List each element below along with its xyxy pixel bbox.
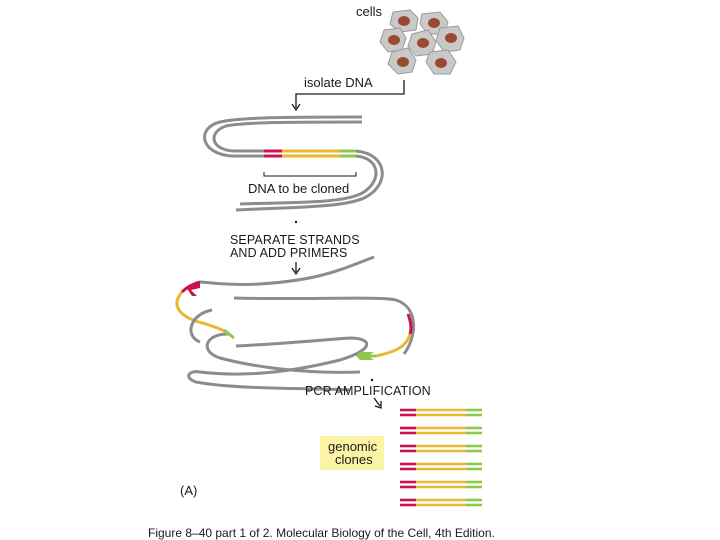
- dna-strand: [199, 255, 416, 374]
- target-dna-segment: [282, 149, 340, 158]
- primer-green-segment: [223, 328, 235, 340]
- cell: [389, 9, 419, 33]
- cells-label: cells: [356, 4, 383, 19]
- clone-duplex: [400, 444, 482, 453]
- clone-duplex: [400, 408, 482, 417]
- cells-cluster: [379, 9, 465, 75]
- clone-duplex: [400, 462, 482, 471]
- cell: [425, 49, 457, 75]
- separated-strands: [175, 255, 416, 392]
- dna-strand: [203, 115, 384, 212]
- cell: [407, 29, 437, 57]
- primer-green-icon: [356, 352, 374, 360]
- isolate-dna-label: isolate DNA: [304, 75, 373, 90]
- figure-caption: Figure 8–40 part 1 of 2. Molecular Biolo…: [148, 526, 495, 540]
- genomic-clones-box: [320, 436, 384, 470]
- step-dot: [370, 378, 374, 382]
- cell: [379, 27, 407, 53]
- separate-strands-label: SEPARATE STRANDS: [230, 233, 360, 247]
- pcr-amplification-label: PCR AMPLIFICATION: [305, 384, 431, 398]
- clone-duplex: [400, 480, 482, 489]
- cell: [387, 47, 417, 75]
- target-dna-segment: [375, 333, 412, 358]
- dna-strand: [187, 308, 369, 392]
- step-dot: [294, 220, 298, 224]
- clone-duplex: [400, 426, 482, 435]
- clones-label: clones: [335, 452, 373, 467]
- dna-bracket: [263, 172, 357, 177]
- cell: [435, 25, 465, 53]
- genomic-dna: [203, 115, 384, 212]
- primer-red-icon: [186, 283, 200, 296]
- isolate-dna-arrow: [291, 80, 405, 112]
- primer-red-segment: [264, 149, 282, 158]
- primer-green-segment: [340, 149, 356, 158]
- genomic-label: genomic: [328, 439, 378, 454]
- add-primers-label: AND ADD PRIMERS: [230, 246, 348, 260]
- pcr-arrow: [373, 397, 382, 409]
- amplified-clones: [400, 408, 482, 507]
- dna-to-be-cloned-label: DNA to be cloned: [248, 181, 350, 196]
- separate-strands-arrow: [291, 262, 301, 276]
- clone-duplex: [400, 498, 482, 507]
- panel-label: (A): [180, 483, 198, 498]
- primer-red-segment: [406, 313, 413, 335]
